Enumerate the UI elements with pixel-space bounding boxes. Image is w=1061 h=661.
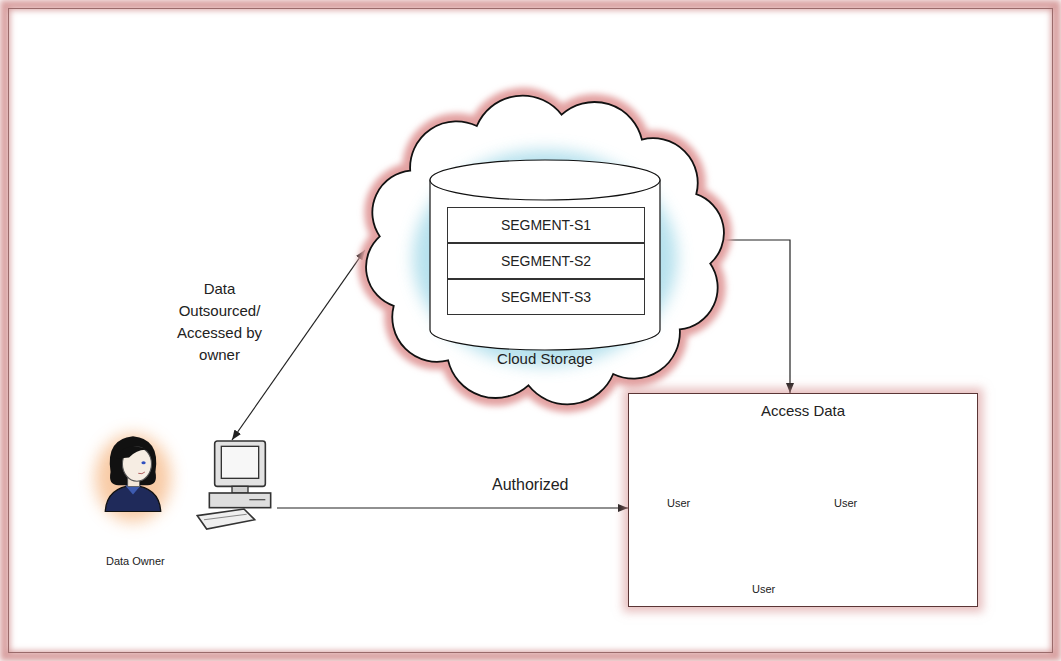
connector-arrow	[725, 240, 790, 393]
segment-label: SEGMENT-S2	[501, 253, 591, 269]
edge-label: Authorized	[492, 474, 569, 496]
data-owner: Data Owner	[90, 420, 277, 575]
user-station: User	[647, 426, 772, 514]
connector-arrow	[277, 507, 628, 508]
storage-segment: SEGMENT-S3	[447, 279, 645, 315]
user-label: User	[834, 497, 857, 509]
cloud-storage: Cloud Storage SEGMENT-S1SEGMENT-S2SEGMENT…	[365, 100, 725, 400]
user-label: User	[667, 497, 690, 509]
user-label: User	[752, 583, 775, 595]
segment-label: SEGMENT-S1	[501, 217, 591, 233]
storage-segment: SEGMENT-S2	[447, 243, 645, 279]
access-data-box: Access DataUserUserUser	[628, 393, 978, 607]
cloud-label: Cloud Storage	[365, 350, 725, 367]
owner-label: Data Owner	[106, 555, 165, 567]
storage-segment: SEGMENT-S1	[447, 207, 645, 243]
user-station: User	[814, 426, 939, 514]
box-heading: Access Data	[629, 402, 977, 419]
segment-label: SEGMENT-S3	[501, 289, 591, 305]
edge-label: Data Outsourced/ Accessed by owner	[172, 278, 267, 366]
user-station: User	[732, 512, 857, 600]
